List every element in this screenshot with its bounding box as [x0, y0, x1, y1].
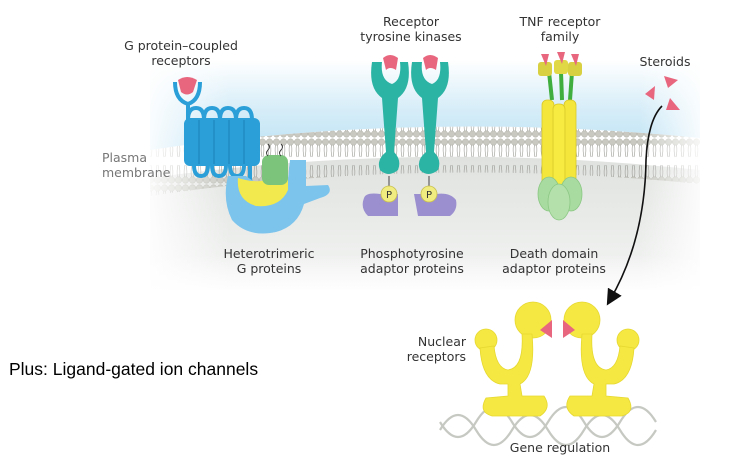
steroid-molecules [645, 76, 680, 110]
label-plasma-membrane: Plasma membrane [102, 150, 170, 180]
label-rtk-line1: Receptor [383, 14, 439, 29]
tnf-receptor-trimer [537, 52, 583, 221]
steroid-pathway-arrow [606, 105, 663, 306]
bound-steroid-right [563, 320, 575, 338]
receptor-tyrosine-kinase-dimer: P P [362, 55, 457, 216]
label-tnf-line2: family [540, 29, 580, 44]
label-death-domain-adaptors: Death domain adaptor proteins [494, 246, 614, 276]
nuclear-receptor-left [474, 301, 552, 417]
rtk-right: P [411, 55, 457, 216]
label-g-proteins-line1: Heterotrimeric [223, 246, 315, 261]
label-rtk: Receptor tyrosine kinases [356, 14, 466, 44]
gpcr-ligand [178, 77, 197, 95]
label-nuclear-line2: receptors [406, 349, 466, 364]
gpcr-receptor [173, 77, 260, 180]
label-rtk-line2: tyrosine kinases [360, 29, 462, 44]
label-phosphotyrosine-adaptors: Phosphotyrosine adaptor proteins [352, 246, 472, 276]
label-g-proteins-line2: G proteins [236, 261, 302, 276]
label-membrane-line1: Plasma [102, 150, 148, 165]
label-gpcr-line2: receptors [151, 53, 211, 68]
label-tnf: TNF receptor family [510, 14, 610, 44]
label-death-domain-line2: adaptor proteins [502, 261, 606, 276]
label-steroids: Steroids [639, 54, 691, 69]
label-gene-regulation: Gene regulation [509, 440, 611, 455]
label-gpcr: G protein–coupled receptors [116, 38, 246, 68]
nuclear-receptor-right [563, 301, 640, 417]
nuclear-receptor-dimer [474, 301, 640, 417]
label-gpcr-line1: G protein–coupled [124, 38, 238, 53]
label-nuclear-line1: Nuclear [417, 334, 466, 349]
label-membrane-line2: membrane [102, 165, 171, 180]
label-phosphotyrosine-line2: adaptor proteins [360, 261, 464, 276]
footer-note-ligand-gated-channels: Plus: Ligand-gated ion channels [9, 359, 259, 379]
dna-helix [439, 405, 657, 447]
phospho-label: P [426, 190, 432, 201]
phospho-label: P [386, 190, 392, 201]
label-nuclear-receptors: Nuclear receptors [396, 334, 466, 364]
label-heterotrimeric-g-proteins: Heterotrimeric G proteins [214, 246, 324, 276]
death-domain-adaptors [537, 176, 583, 221]
rtk-ligand [383, 55, 398, 70]
heterotrimeric-g-protein [225, 143, 330, 234]
rtk-left: P [362, 55, 409, 216]
label-phosphotyrosine-line1: Phosphotyrosine [360, 246, 464, 261]
label-death-domain-line1: Death domain [509, 246, 599, 261]
bound-steroid-left [540, 320, 552, 338]
rtk-ligand [423, 55, 438, 70]
label-tnf-line1: TNF receptor [519, 14, 601, 29]
